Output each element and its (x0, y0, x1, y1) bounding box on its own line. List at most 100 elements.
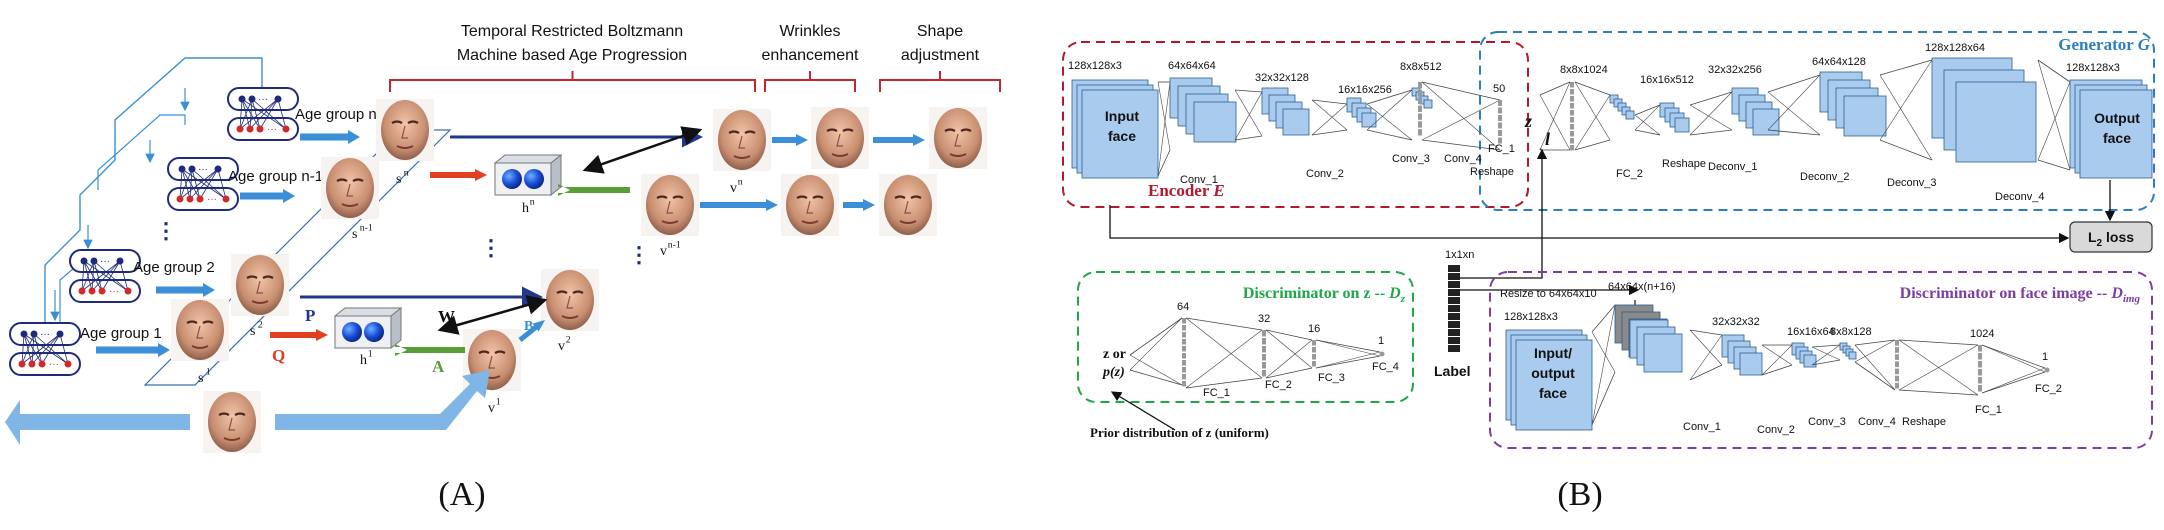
gen-layer-deconv4: Deconv_4 (1995, 191, 2045, 203)
enc-fc1-bar-unit (1498, 100, 1502, 106)
dz-fc1-bar-unit (1182, 346, 1186, 352)
gen-fan-2-edge (1634, 114, 1661, 136)
arrow-group-n (300, 130, 360, 144)
enc-layer-reshape: Reshape (1470, 166, 1514, 178)
dimg-fan-0-edge (1591, 371, 1616, 426)
gen-dim-4: 128x128x64 (1925, 42, 1985, 54)
gen-fan-5-edge (1879, 59, 1933, 141)
header-wrinkles-line1: Wrinkles (779, 23, 840, 40)
disc-z-title: Discriminator on z -- Dz (1243, 285, 1406, 305)
face-s-n1-eyes (336, 178, 364, 182)
dimg-concat: 64x64x(n+16) (1608, 281, 1676, 293)
face-v-n1-eyes (656, 195, 684, 199)
face-shape-n (929, 107, 987, 169)
dimg-fc1-bar-unit (1978, 361, 1982, 368)
rbm-group-1-edge (41, 333, 61, 365)
gen-fan-2-edge (1634, 104, 1661, 131)
face-shape-n1 (879, 174, 937, 236)
disc-img-title-symbol: D (2110, 285, 2123, 302)
rbm-group-2-visible-unit (88, 287, 96, 295)
face-s-n (376, 99, 434, 161)
header-shape-line1: Shape (917, 23, 963, 40)
gen-layer-reshape: Reshape (1662, 158, 1706, 170)
disc-z-title-symbol: D (1388, 285, 1401, 302)
panel-a-label: (A) (438, 476, 485, 513)
panel-b-label: (B) (1557, 476, 1602, 513)
letter-b: B (524, 319, 533, 334)
dz-fc1-bar-unit (1182, 367, 1186, 373)
dimg-input-label-1: Input/ (1534, 345, 1572, 361)
dz-fan-1-edge (1185, 317, 1263, 331)
label-vector-cell (1448, 321, 1460, 328)
hidden-units-1-unit-1 (342, 322, 362, 342)
enc-dim-4: 8x8x512 (1400, 61, 1442, 73)
gen-dim-0: 8x8x1024 (1560, 64, 1608, 76)
input-face-label-2: face (1108, 128, 1136, 144)
dimg-fan-3-edge (1811, 344, 1841, 348)
dimg-fan-0 (1591, 304, 1616, 426)
arrow-group-n1 (240, 189, 295, 203)
gen-deconv1-16 (1659, 102, 1690, 133)
face-v-2 (541, 269, 599, 331)
label-v-n-base: v (730, 181, 737, 196)
dimg-fan-4-edge (1854, 339, 1896, 363)
hidden-units-n-unit-2 (524, 169, 544, 189)
dimg-fc1-bar-unit (1978, 385, 1982, 392)
dz-fc3-bar-unit (1312, 340, 1316, 346)
enc-fan-2-edge (1311, 99, 1348, 131)
enc-fc1-bar-unit (1498, 130, 1502, 136)
dimg-reshape-bar-unit (1895, 347, 1899, 353)
face-v-n-eyes (728, 130, 756, 134)
face-shape-n1-skin (884, 175, 932, 235)
gen-dim-5: 128x128x3 (2066, 62, 2120, 74)
label-h-n-sup: n (530, 196, 535, 207)
rbm-group-n1-edge (189, 168, 219, 200)
dimg-conv2-block-sheet (1739, 352, 1763, 376)
face-v-n-skin (718, 110, 766, 170)
face-s-1-skin (176, 300, 224, 360)
enc-layer-conv4: Conv_4 (1444, 153, 1482, 165)
label-vector-cell (1448, 281, 1460, 288)
enc-fc1-bar-unit (1498, 137, 1502, 144)
face-wrinkle-n-mouth (831, 153, 849, 157)
dz-fan-1-edge (1185, 317, 1263, 379)
dimg-layer-conv4: Conv_4 (1858, 416, 1896, 428)
dimg-fan-4-edge (1854, 361, 1896, 391)
rbm-group-1-hidden-dots: ··· (40, 329, 50, 340)
dz-layer-fc4: FC_4 (1372, 361, 1399, 373)
gen-layer-deconv3: Deconv_3 (1887, 177, 1937, 189)
rbm-group-n-visible-dots: ··· (267, 124, 277, 135)
dimg-fan-3-edge (1811, 346, 1841, 361)
label-v-n1-sup: n-1 (668, 239, 681, 250)
generator-title: Generator G (2058, 35, 2150, 54)
dimg-fan-4 (1854, 339, 1896, 391)
rbm-group-1-visible-unit (28, 360, 36, 368)
label-s-2-base: s (250, 324, 255, 339)
face-v-2-mouth (561, 315, 579, 319)
enc-fan-2-edge (1311, 103, 1348, 136)
output-face-label-1: Output (2094, 110, 2140, 126)
label-vector-cell (1448, 289, 1460, 296)
label-text: Label (1434, 363, 1471, 379)
arrow-s-n-to-h-n (430, 169, 487, 181)
face-input-young-mouth (223, 437, 241, 441)
enc-fan-1-edge (1234, 89, 1263, 137)
arrow-wrinkle-to-shape-n (873, 134, 925, 146)
face-wrinkle-n1-mouth (801, 220, 819, 224)
enc-reshape-bar-unit (1418, 105, 1422, 112)
bracket-wrinkles (764, 79, 856, 92)
rbm-group-n1: ······ (167, 157, 239, 211)
enc-fan-4-edge (1421, 81, 1501, 151)
enc-layer-conv1: Conv_1 (1180, 174, 1218, 186)
dimg-conv4-block (1839, 342, 1857, 360)
face-s-2-eyes (246, 275, 274, 279)
rbm-group-n1-visible-unit (186, 195, 194, 203)
l2-loss-L: L (2088, 229, 2097, 245)
enc-fan-4 (1421, 81, 1501, 151)
label-s-2-sup: 2 (258, 319, 263, 330)
enc-fan-4-edge (1421, 139, 1501, 151)
dimg-fc1-bar (1978, 345, 1982, 392)
dimg-fan-1-edge (1689, 329, 1723, 336)
